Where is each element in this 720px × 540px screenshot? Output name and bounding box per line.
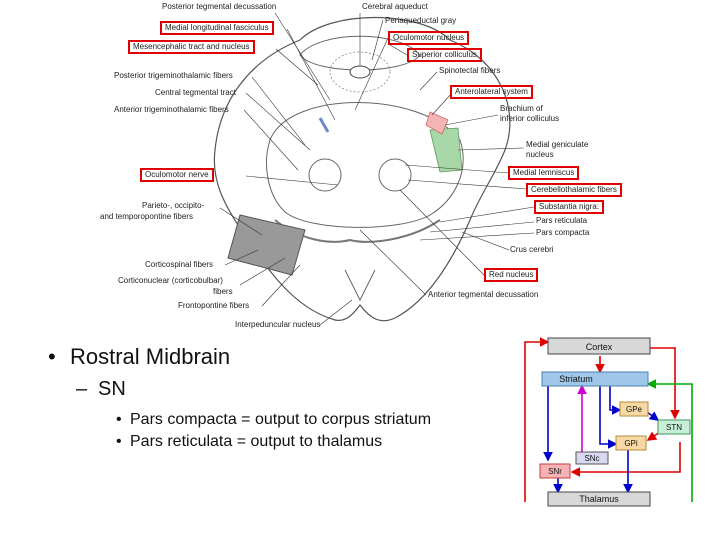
label-temporopontine-fibers: and temporopontine fibers [100, 212, 193, 221]
interpeduncular-notch [344, 269, 376, 302]
label-crus-cerebri: Crus cerebri [510, 245, 554, 254]
label-cerebellothalamic-fibers: Cerebellothalamic fibers [526, 183, 622, 197]
bullet-pars-reticulata: Pars reticulata = output to thalamus [130, 433, 383, 450]
label-red-nucleus: Red nucleus [484, 268, 539, 282]
node-gpi-label: GPi [624, 439, 638, 448]
red-nucleus-left [308, 158, 342, 192]
node-snr: SNr [539, 463, 571, 479]
label-medial-geniculate-nucleus: nucleus [526, 150, 554, 159]
brachium-inferior-colliculus [425, 111, 449, 135]
label-oculomotor-nucleus: Oculomotor nucleus [388, 31, 470, 45]
label-corticonuclear-fibers-cont: fibers [213, 287, 233, 296]
node-striatum: Striatum [541, 371, 649, 387]
bullet-dot-icon: • [48, 344, 56, 369]
label-medial-lemniscus: Medial lemniscus [508, 166, 580, 180]
node-gpi: GPi [615, 435, 647, 451]
bullet-dot-icon: • [116, 411, 122, 428]
basal-ganglia-circuit-diagram: Cortex Striatum GPe STN GPi SNc SNr Tha [524, 337, 693, 507]
label-medial-geniculate: Medial geniculate [526, 140, 589, 149]
node-cortex-label: Cortex [586, 342, 613, 352]
edge-cortex-stn [650, 347, 680, 420]
label-pars-compacta: Pars compacta [536, 228, 590, 237]
node-striatum-label: Striatum [559, 374, 593, 384]
node-cortex: Cortex [547, 337, 651, 355]
bullet-pars-compacta: Pars compacta = output to corpus striatu… [130, 411, 432, 428]
bullet-list: • Rostral Midbrain –SN • Pars compacta = o… [48, 344, 431, 455]
label-substantia-nigra: Substantia nigra: [534, 200, 605, 214]
edge-stn-snr [570, 442, 681, 477]
label-corticonuclear-fibers: Corticonuclear (corticobulbar) [118, 276, 223, 285]
label-cerebral-aqueduct: Cerebral aqueduct [362, 2, 428, 11]
medial-longitudinal-fasciculus [318, 117, 330, 133]
label-oculomotor-nerve: Oculomotor nerve [140, 168, 214, 182]
bullet-rostral-midbrain: Rostral Midbrain [70, 344, 231, 369]
label-anterolateral-system: Anterolateral system [450, 85, 533, 99]
periaqueductal-gray [329, 51, 391, 93]
circuit-connections [524, 337, 693, 502]
bullet-dot-icon: • [116, 433, 122, 450]
superior-colliculus [299, 35, 421, 71]
midbrain-cross-section-diagram [213, 12, 535, 326]
label-superior-colliculus: Superior colliculus [407, 48, 482, 62]
label-anterior-trigeminothalamic-fibers: Anterior trigeminothalamic fibers [114, 105, 229, 114]
crus-cerebri-shaded [227, 214, 306, 276]
node-thalamus-label: Thalamus [579, 494, 619, 504]
label-mesencephalic-tract-and-nucleus: Mesencephalic tract and nucleus [128, 40, 255, 54]
node-gpe-label: GPe [626, 405, 643, 414]
label-periaqueductal-gray: Periaqueductal gray [385, 16, 457, 25]
label-anterior-tegmental-decussation: Anterior tegmental decussation [428, 290, 539, 299]
label-pars-reticulata: Pars reticulata [536, 216, 588, 225]
edge-thalamus-cortex [524, 337, 550, 502]
edge-gpe-stn [646, 411, 660, 421]
medial-geniculate-nucleus [429, 127, 463, 173]
edge-thalamus-striatum [646, 379, 693, 502]
node-snc: SNc [575, 451, 609, 465]
label-spinotectal-fibers: Spinotectal fibers [439, 66, 501, 75]
edge-striatum-gpe [609, 386, 622, 415]
node-thalamus: Thalamus [547, 491, 651, 507]
label-interpeduncular-nucleus: Interpeduncular nucleus [235, 320, 321, 329]
node-snr-label: SNr [548, 467, 562, 476]
label-frontopontine-fibers: Frontopontine fibers [178, 301, 250, 310]
bullet-sn: SN [98, 378, 126, 400]
node-snc-label: SNc [584, 454, 599, 463]
node-stn: STN [657, 419, 691, 435]
label-posterior-trigeminothalamic-fibers: Posterior trigeminothalamic fibers [114, 71, 233, 80]
midbrain-outline [213, 16, 511, 322]
bullet-dash-icon: – [76, 378, 88, 400]
red-nucleus-right [378, 158, 412, 192]
label-medial-longitudinal-fasciculus: Medial longitudinal fasciculus [160, 21, 274, 35]
edge-striatum-gpi [599, 386, 618, 449]
node-stn-label: STN [666, 423, 682, 432]
label-corticospinal-fibers: Corticospinal fibers [145, 260, 214, 269]
node-gpe: GPe [619, 401, 649, 417]
label-central-tegmental-tract: Central tegmental tract [155, 88, 236, 97]
bullet-level2: –SN [76, 378, 431, 401]
label-leader-lines [219, 12, 535, 326]
bullet-level1: • Rostral Midbrain [48, 344, 431, 370]
label-brachium-of: Brachium of [500, 104, 543, 113]
label-parieto-occipito: Parieto-, occipito- [142, 201, 205, 210]
label-inferior-colliculus: inferior colliculus [500, 114, 560, 123]
tegmentum-outline [265, 102, 464, 228]
bullet-level3-item: • Pars compacta = output to corpus striat… [116, 411, 431, 429]
bullet-level3-item: • Pars reticulata = output to thalamus [116, 433, 431, 451]
cerebral-aqueduct [349, 65, 371, 79]
label-posterior-tegmental-decussation: Posterior tegmental decussation [162, 2, 277, 11]
